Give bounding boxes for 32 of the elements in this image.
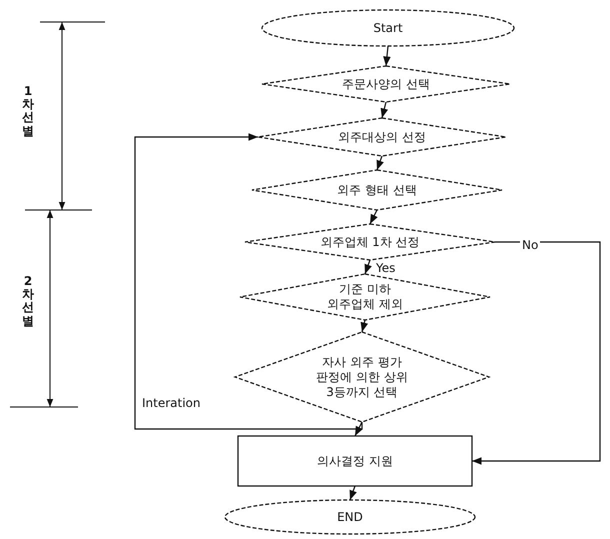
arrow xyxy=(472,241,601,465)
arrow xyxy=(134,133,363,430)
node-text: 외주업체 1차 선정 xyxy=(320,234,420,250)
arrow xyxy=(376,156,384,170)
decision-diamond xyxy=(240,274,490,320)
arrow xyxy=(383,46,391,66)
decision-diamond xyxy=(258,118,506,156)
stage-label: 1차선별 xyxy=(22,85,34,138)
arrow xyxy=(349,486,357,500)
node-text: END xyxy=(337,510,363,524)
terminal-ellipse xyxy=(225,500,475,534)
decision-diamond xyxy=(235,332,489,422)
edge-label: No xyxy=(520,238,540,252)
stage-label: 2차선별 xyxy=(22,275,34,328)
arrow xyxy=(369,210,378,224)
node-text: Start xyxy=(373,20,403,36)
arrow xyxy=(380,102,388,118)
arrow xyxy=(354,422,363,436)
arrow xyxy=(360,320,368,332)
process-box xyxy=(238,436,472,486)
decision-diamond xyxy=(262,66,510,102)
node-text: 기준 미하 외주업체 제외 xyxy=(326,282,404,312)
decision-diamond xyxy=(245,224,495,260)
node-text: 자사 외주 평가 판정에 의한 상위 3등까지 선택 xyxy=(315,354,409,400)
arrow xyxy=(364,260,372,274)
node-text: 외주대상의 선정 xyxy=(338,130,426,144)
node-text: 주문사양의 선택 xyxy=(342,76,430,92)
node-text: 외주 형태 선택 xyxy=(337,182,417,198)
decision-diamond xyxy=(252,170,502,210)
terminal-ellipse xyxy=(262,10,514,46)
node-text: 의사결정 지원 xyxy=(317,454,393,468)
edge-label: Yes xyxy=(374,261,398,275)
